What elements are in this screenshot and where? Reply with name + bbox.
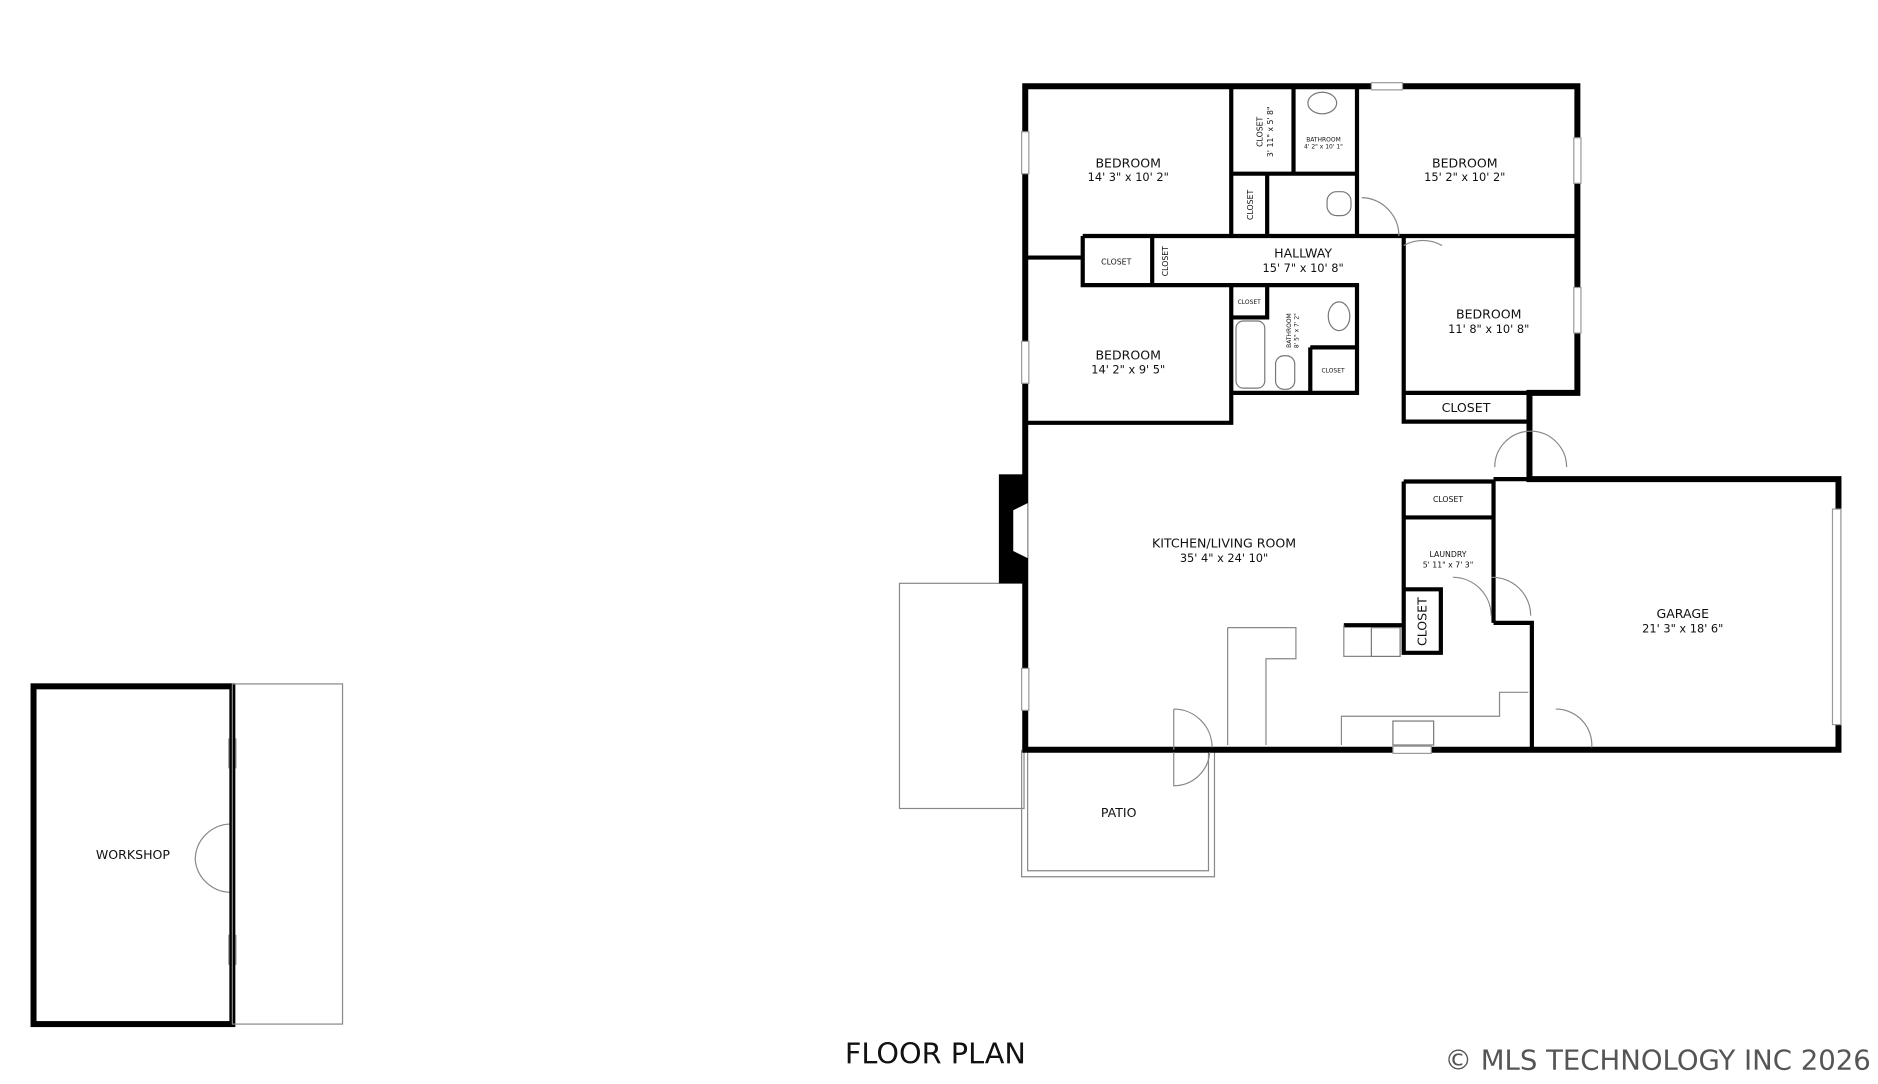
closet-label: CLOSET bbox=[1414, 597, 1429, 646]
bath-top-name: BATHROOM bbox=[1306, 136, 1341, 143]
closet-label: CLOSET bbox=[1321, 368, 1345, 375]
fixtures bbox=[1227, 91, 1529, 746]
deck-outline bbox=[898, 582, 1025, 810]
garage-name: GARAGE bbox=[1656, 606, 1709, 621]
walls bbox=[998, 83, 1842, 753]
kitchen-size: 35' 4" x 24' 10" bbox=[1180, 551, 1268, 565]
bedroom1-name: BEDROOM bbox=[1095, 156, 1161, 171]
bedroom4-size: 14' 2" x 9' 5" bbox=[1091, 363, 1165, 377]
bath-mid-size: 8' 5" x 7' 2" bbox=[1293, 313, 1300, 348]
closet-top-name: CLOSET bbox=[1255, 116, 1264, 146]
garage-size: 21' 3" x 18' 6" bbox=[1642, 621, 1723, 635]
kitchen-name: KITCHEN/LIVING ROOM bbox=[1152, 535, 1296, 550]
closet-label: CLOSET bbox=[1433, 495, 1463, 504]
bedroom2-name: BEDROOM bbox=[1432, 156, 1498, 171]
hallway-name: HALLWAY bbox=[1274, 246, 1332, 261]
closet-top-size: 3' 11" x 5' 8" bbox=[1266, 106, 1275, 157]
bedroom1-size: 14' 3" x 10' 2" bbox=[1088, 170, 1169, 184]
laundry-name: LAUNDRY bbox=[1430, 550, 1467, 559]
room-labels: BEDROOM 14' 3" x 10' 2" BEDROOM 15' 2" x… bbox=[96, 106, 1724, 861]
patio-outline bbox=[1021, 749, 1216, 878]
patio-name: PATIO bbox=[1101, 805, 1137, 820]
bath-top-size: 4' 2" x 10' 1" bbox=[1304, 144, 1343, 151]
copyright: © MLS TECHNOLOGY INC 2026 bbox=[1444, 1045, 1870, 1077]
closet-label: CLOSET bbox=[1101, 258, 1131, 267]
laundry-size: 5' 11" x 7' 3" bbox=[1423, 561, 1474, 570]
page-title: FLOOR PLAN bbox=[845, 1037, 1026, 1071]
bedroom4-name: BEDROOM bbox=[1095, 347, 1161, 362]
windows bbox=[228, 82, 1842, 965]
bedroom2-size: 15' 2" x 10' 2" bbox=[1424, 170, 1505, 184]
closet-label: CLOSET bbox=[1161, 246, 1170, 276]
bath-mid-name: BATHROOM bbox=[1286, 313, 1293, 348]
hallway-size: 15' 7" x 10' 8" bbox=[1262, 261, 1343, 275]
workshop-lean-to bbox=[231, 683, 344, 1025]
closet-label: CLOSET bbox=[1246, 190, 1255, 220]
bedroom3-name: BEDROOM bbox=[1456, 307, 1522, 322]
doors bbox=[194, 197, 1593, 893]
bedroom3-size: 11' 8" x 10' 8" bbox=[1448, 322, 1529, 336]
workshop-name: WORKSHOP bbox=[96, 847, 171, 862]
closet-label: CLOSET bbox=[1442, 400, 1491, 415]
closet-label: CLOSET bbox=[1238, 299, 1262, 306]
